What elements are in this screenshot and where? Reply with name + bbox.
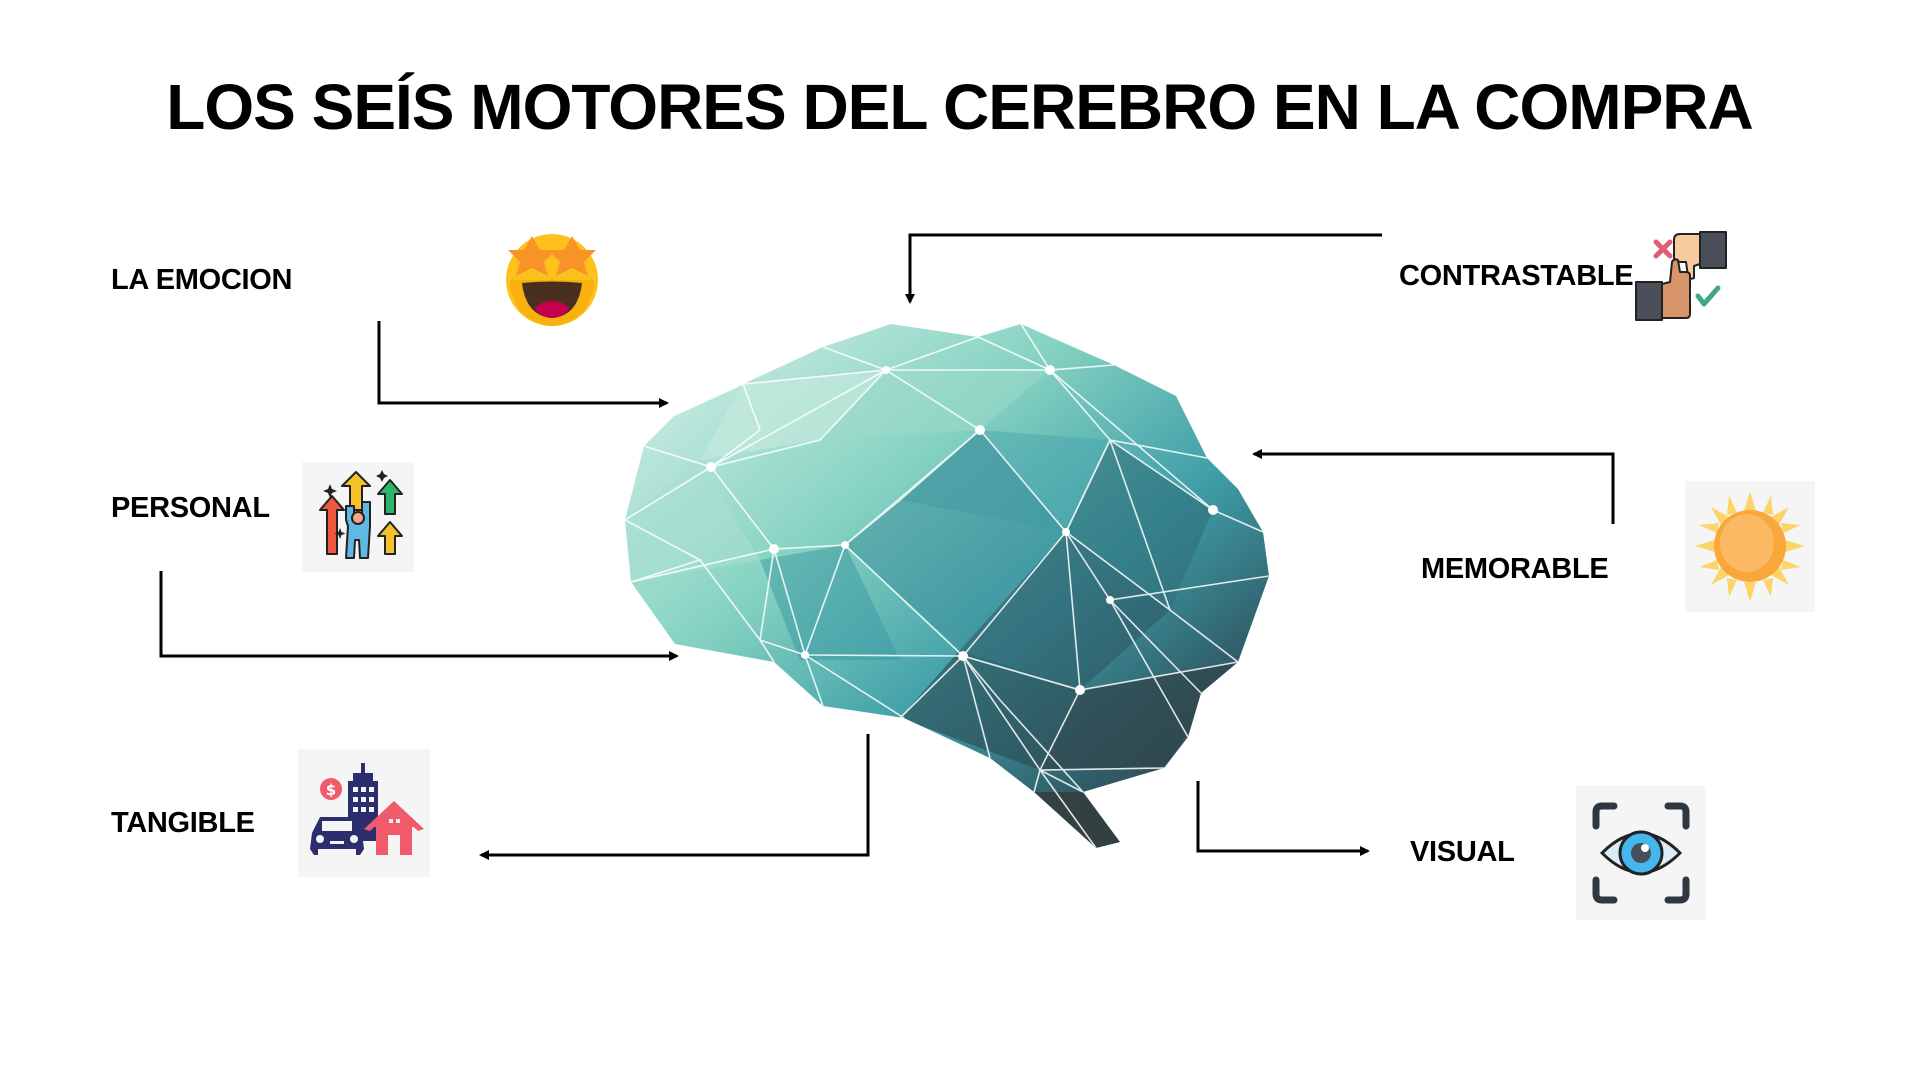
driver-label-contrastable: CONTRASTABLE bbox=[1399, 260, 1634, 292]
arrow-personal bbox=[159, 571, 679, 661]
brain-illustration bbox=[625, 324, 1269, 848]
car-building-house-icon: $ bbox=[298, 749, 430, 877]
person-rising-arrows-icon bbox=[302, 462, 414, 572]
eye-scan-icon bbox=[1576, 786, 1706, 920]
arrow-emocion bbox=[377, 321, 669, 408]
arrow-memorable bbox=[1252, 449, 1615, 524]
arrow-visual bbox=[1196, 781, 1370, 856]
driver-label-emocion: LA EMOCION bbox=[111, 264, 293, 296]
driver-label-visual: VISUAL bbox=[1410, 836, 1515, 868]
sun-icon bbox=[1685, 481, 1815, 612]
page-title: LOS SEÍS MOTORES DEL CEREBRO EN LA COMPR… bbox=[166, 71, 1753, 143]
driver-label-memorable: MEMORABLE bbox=[1421, 553, 1609, 585]
thumbs-up-down-icon bbox=[1632, 228, 1732, 326]
arrow-tangible bbox=[479, 734, 870, 860]
driver-label-personal: PERSONAL bbox=[111, 492, 270, 524]
star-struck-emoji-icon bbox=[502, 228, 602, 328]
driver-label-tangible: TANGIBLE bbox=[111, 807, 255, 839]
svg-text:$: $ bbox=[326, 781, 336, 799]
arrow-contrastable bbox=[905, 233, 1382, 304]
